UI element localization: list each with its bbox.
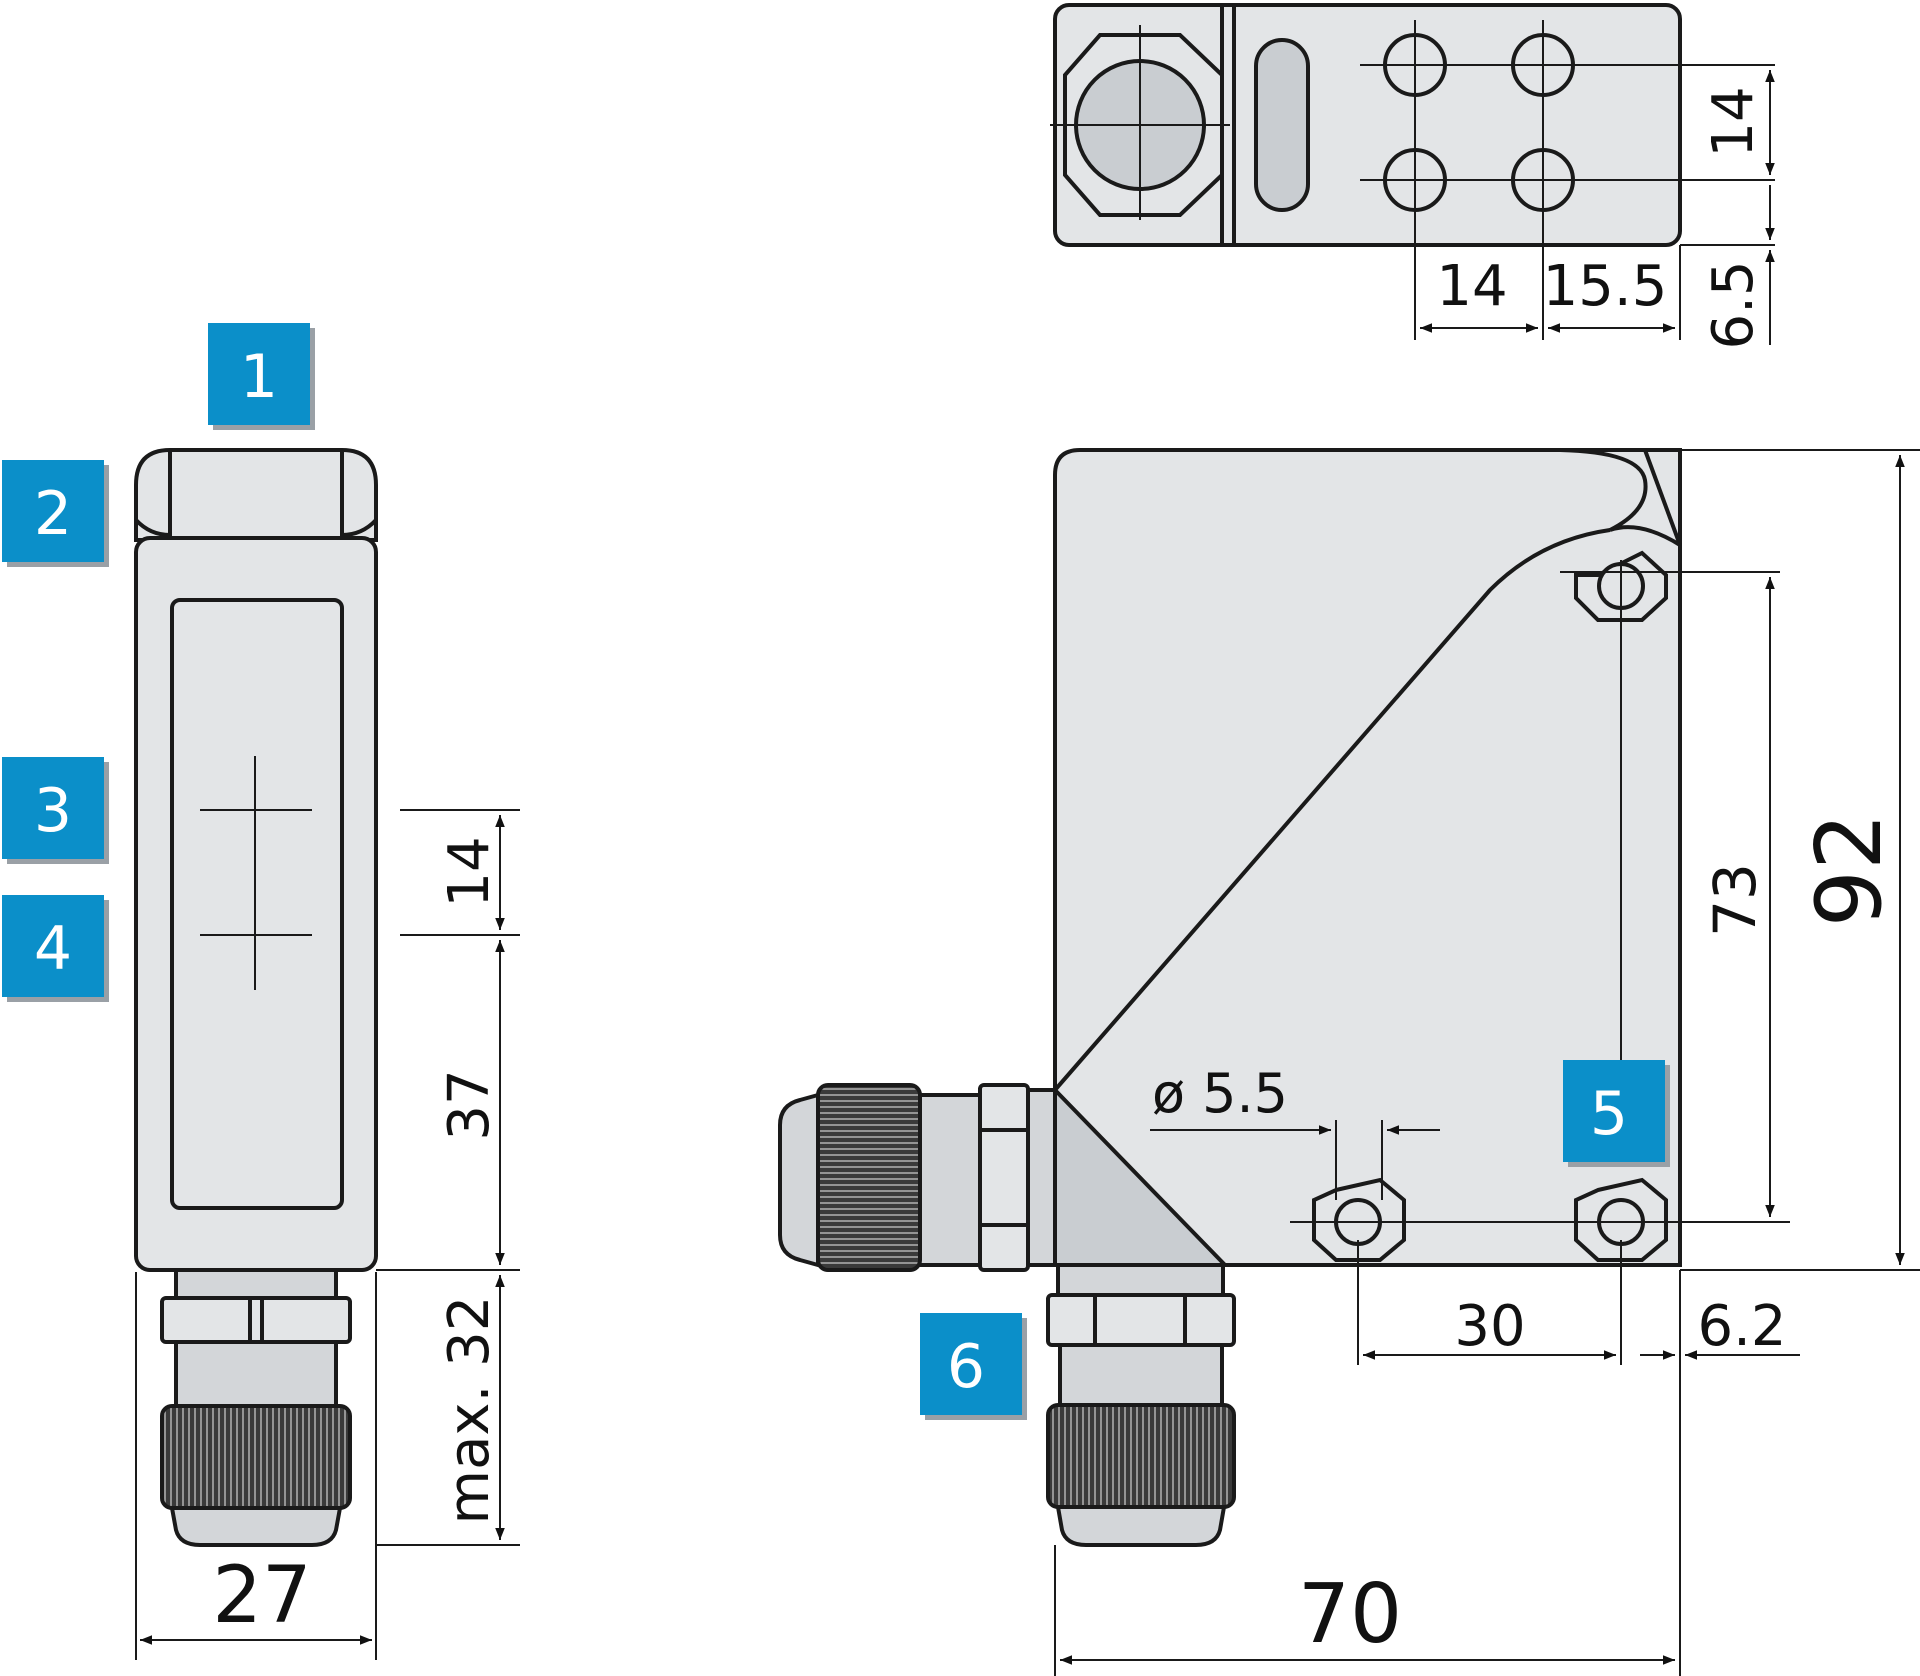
dim-front-70: 70 <box>1298 1567 1402 1662</box>
side-connector-nut <box>174 1268 338 1302</box>
dim-front-dia: ø 5.5 <box>1152 1062 1288 1125</box>
side-view <box>134 448 378 1547</box>
dim-side-27: 27 <box>212 1551 311 1641</box>
front-view-labels: 92 73 30 6.2 70 ø 5.5 <box>1152 813 1902 1662</box>
front-side-connector-nut <box>978 1083 1030 1272</box>
callout-badge-2: 2 <box>2 460 109 567</box>
callout-badge-1: 1 <box>208 323 315 430</box>
callout-badge-3: 3 <box>2 757 109 864</box>
dim-side-max32: max. 32 <box>437 1296 502 1525</box>
dim-top-155: 15.5 <box>1543 254 1668 319</box>
side-view-labels: 14 37 max. 32 27 <box>212 836 502 1641</box>
dim-side-37: 37 <box>437 1069 502 1140</box>
front-bottom-connector-nut <box>1046 1293 1236 1347</box>
front-view-dimensions <box>1054 449 1920 1676</box>
dim-front-73: 73 <box>1701 863 1769 937</box>
svg-text:1: 1 <box>240 342 278 412</box>
callout-badge-6: 6 <box>920 1313 1027 1420</box>
dim-top-14-v: 14 <box>1701 86 1766 157</box>
front-housing <box>1053 448 1682 1267</box>
top-view-slot <box>1254 38 1310 212</box>
svg-text:6: 6 <box>947 1332 985 1402</box>
dim-top-14-h: 14 <box>1436 254 1507 319</box>
side-view-dimensions <box>135 809 520 1660</box>
side-knurled-cap <box>160 1404 352 1510</box>
callout-badge-5: 5 <box>1563 1060 1670 1167</box>
svg-text:2: 2 <box>34 479 72 549</box>
dim-side-14: 14 <box>437 836 502 907</box>
dim-front-92: 92 <box>1797 813 1902 928</box>
top-view-dimensions <box>1420 70 1775 345</box>
svg-text:4: 4 <box>34 914 72 984</box>
front-bottom-knurled-cap <box>1046 1403 1236 1509</box>
front-diagonal-face <box>1053 528 1611 1092</box>
front-view <box>778 448 1780 1547</box>
top-view-labels: 14 15.5 14 6.5 <box>1436 86 1766 349</box>
side-window <box>170 598 344 1210</box>
dim-front-30: 30 <box>1454 1294 1525 1359</box>
dim-top-65: 6.5 <box>1701 260 1766 349</box>
callout-badge-4: 4 <box>2 895 109 1002</box>
svg-text:5: 5 <box>1590 1079 1628 1149</box>
svg-text:3: 3 <box>34 776 72 846</box>
top-view <box>1050 3 1775 340</box>
front-side-knurled-cap <box>816 1083 922 1272</box>
dim-front-62: 6.2 <box>1697 1294 1786 1359</box>
